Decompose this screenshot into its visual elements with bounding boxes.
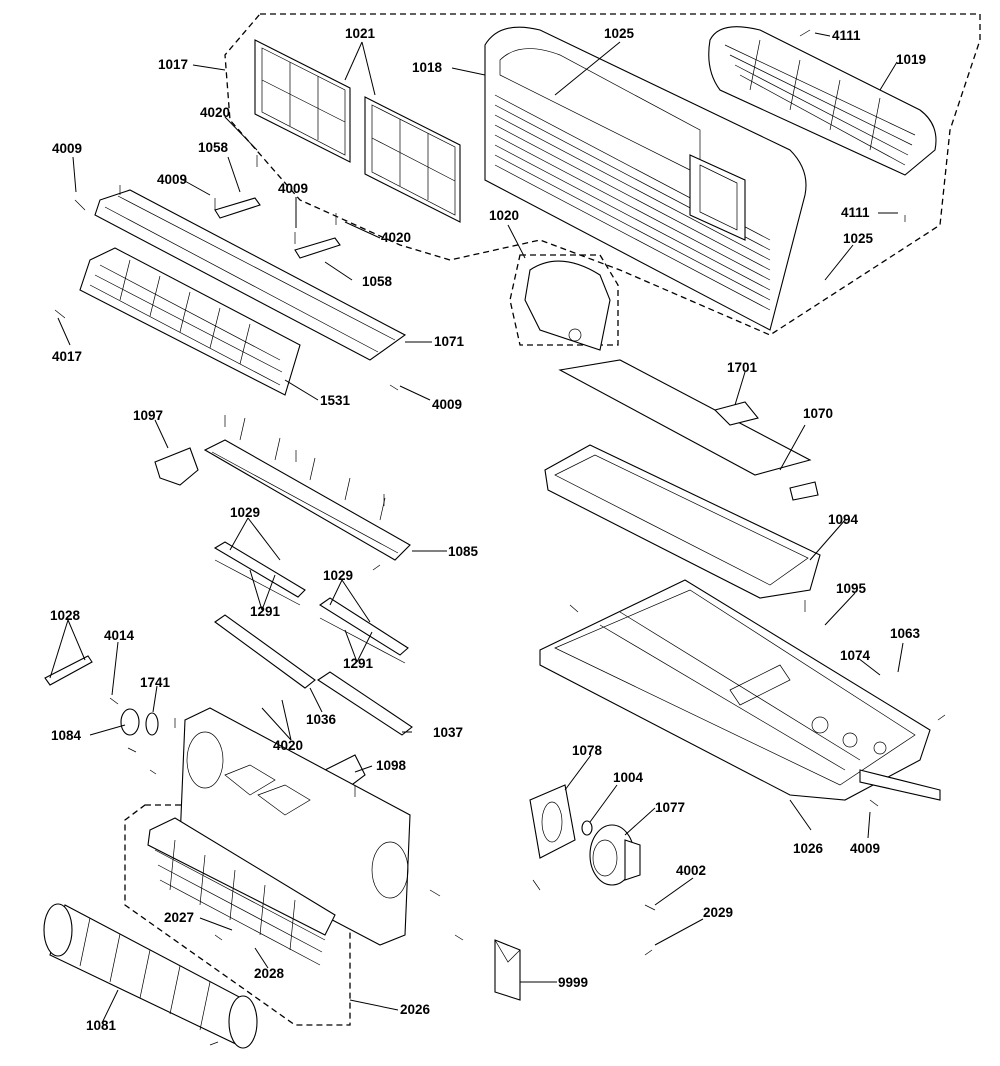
screws [54,29,946,1046]
label-1701: 1701 [727,360,758,375]
label-1078: 1078 [572,743,603,758]
seal-strip-1029-left [213,541,306,598]
label-1029-left: 1029 [230,505,260,520]
label-4009-left-mid: 4009 [157,172,187,187]
label-2027: 2027 [164,910,194,925]
top-rail [94,189,407,361]
collar-1741 [145,712,159,736]
label-4002: 4002 [676,863,706,878]
seal-strip-1291-right [319,617,406,664]
label-1037: 1037 [433,725,463,740]
discharge-grille [708,26,937,176]
label-1085: 1085 [448,544,479,559]
label-1058-top: 1058 [198,140,229,155]
intake-screen [79,247,301,396]
label-4017: 4017 [52,349,82,364]
blower-wheel [43,903,258,1049]
label-1070: 1070 [803,406,833,421]
seal-strip-1029-right [319,597,409,656]
orifice-rail [203,417,411,561]
filter-right [364,96,461,223]
label-4020-top: 4020 [200,105,230,120]
label-1077: 1077 [655,800,685,815]
shaft-1028 [44,655,93,686]
label-1098: 1098 [376,758,407,773]
washer-1004 [581,820,593,836]
label-1036: 1036 [306,712,337,727]
bracket-1097 [154,447,199,486]
label-1004: 1004 [613,770,644,785]
front-cabinet [484,26,807,331]
manual-envelope-flap [494,939,521,963]
top-panel [558,359,812,476]
filter-left [254,39,351,163]
seal-strip-1291-left [214,559,301,606]
drain-pan [544,444,821,599]
label-1058-mid: 1058 [362,274,393,289]
label-1291-right: 1291 [343,656,374,671]
label-1025-top: 1025 [604,26,635,41]
label-2029: 2029 [703,905,733,920]
label-1074: 1074 [840,648,871,663]
label-1084: 1084 [51,728,82,743]
label-1019: 1019 [896,52,926,67]
label-1021: 1021 [345,26,376,41]
label-2028: 2028 [254,966,285,981]
label-1094: 1094 [828,512,859,527]
evaporator-coil [147,817,336,966]
label-1063: 1063 [890,626,921,641]
label-1071: 1071 [434,334,465,349]
label-2026: 2026 [400,1002,431,1017]
label-9999: 9999 [558,975,588,990]
label-1081: 1081 [86,1018,117,1033]
label-4009-top-left: 4009 [52,141,82,156]
label-1095: 1095 [836,581,867,596]
bar-1036 [214,614,316,689]
label-4009-center: 4009 [278,181,308,196]
manual-envelope [494,939,521,1001]
label-1026: 1026 [793,841,824,856]
label-4009-rail: 4009 [432,397,462,412]
label-4020-mid: 4020 [381,230,411,245]
access-door [524,260,611,351]
label-4009-base: 4009 [850,841,880,856]
group-1020-outline [509,254,619,346]
bearing-1084 [120,708,140,736]
base-pan [539,579,941,801]
label-4014: 4014 [104,628,135,643]
leader-lines [49,32,904,1024]
label-1531: 1531 [320,393,351,408]
label-1741: 1741 [140,675,171,690]
label-1017: 1017 [158,57,188,72]
fan-motor [589,824,641,886]
motor-bracket [529,784,576,859]
label-1025-right: 1025 [843,231,874,246]
pad-small [789,481,819,501]
label-1018: 1018 [412,60,443,75]
label-1020: 1020 [489,208,519,223]
label-1291-left: 1291 [250,604,281,619]
bar-1037 [317,671,413,736]
label-1029-right: 1029 [323,568,353,583]
label-4111-right: 4111 [841,205,870,220]
label-1097: 1097 [133,408,163,423]
label-1028: 1028 [50,608,81,623]
label-4111-top: 4111 [832,28,861,43]
label-4020-lower: 4020 [273,738,303,753]
